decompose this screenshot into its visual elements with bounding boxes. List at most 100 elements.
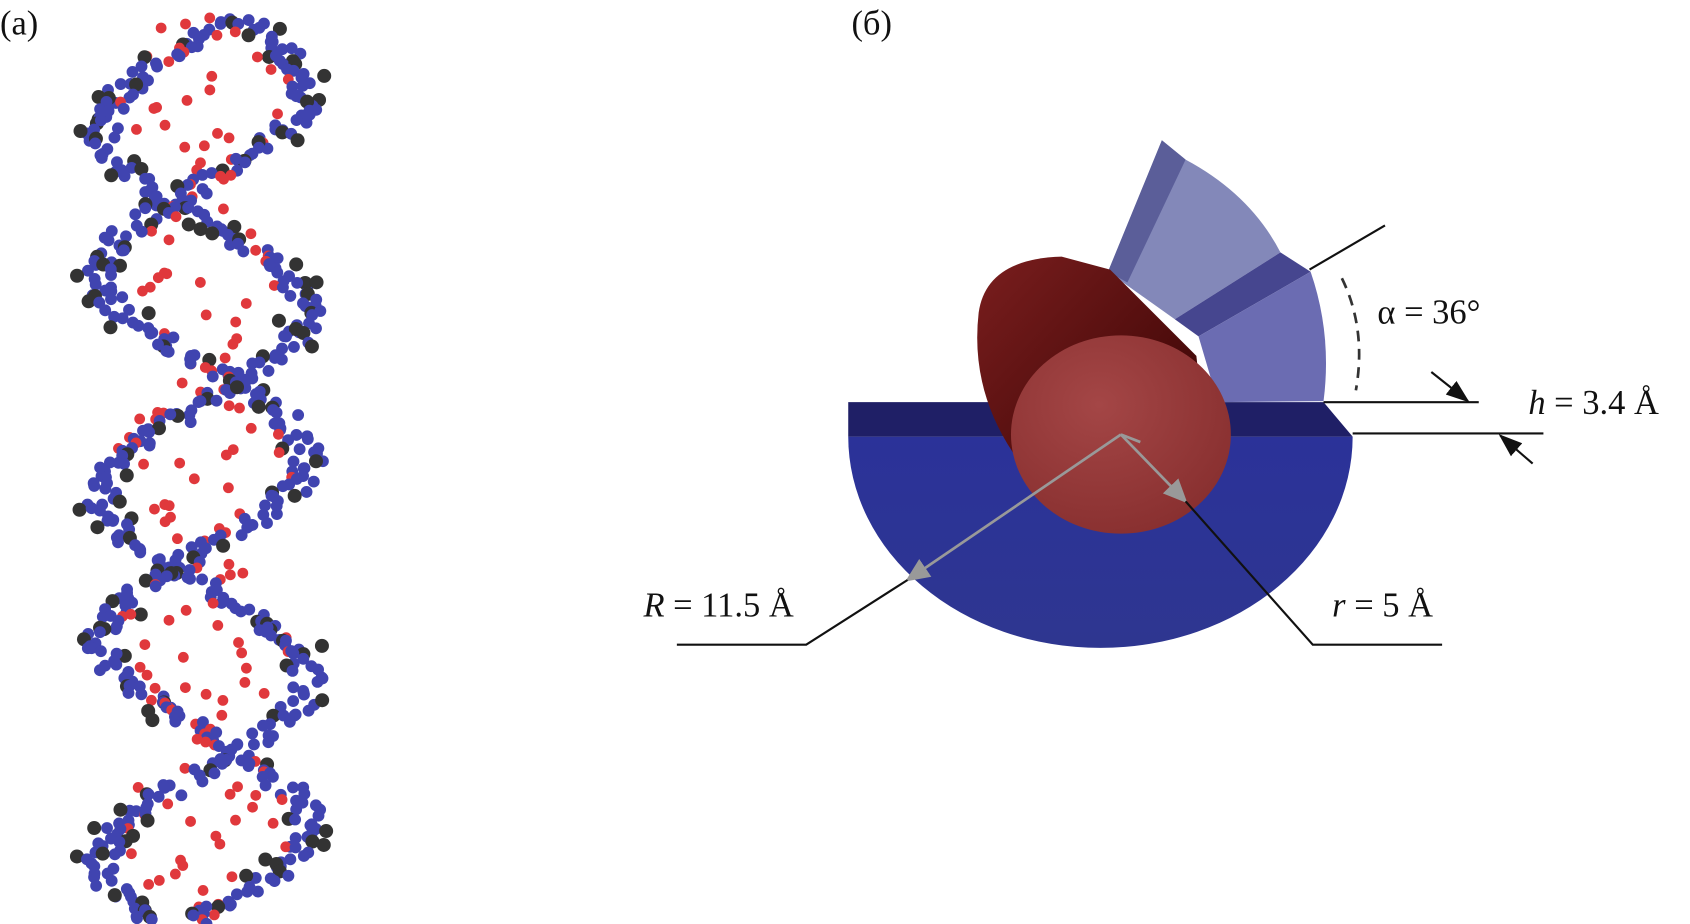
atom xyxy=(223,132,235,144)
atom xyxy=(146,694,157,706)
atom xyxy=(218,173,230,185)
atom xyxy=(116,312,129,325)
atom xyxy=(139,186,152,198)
atom xyxy=(122,687,135,699)
atom xyxy=(287,781,299,794)
atom xyxy=(210,394,223,407)
atom xyxy=(89,278,102,291)
atom xyxy=(309,275,324,290)
atom xyxy=(240,298,252,309)
atom xyxy=(170,211,182,223)
atom xyxy=(200,187,213,200)
atom xyxy=(211,29,223,41)
atom xyxy=(235,529,248,542)
atom xyxy=(87,821,102,836)
atom xyxy=(164,408,177,421)
atom xyxy=(105,874,118,887)
atom xyxy=(144,327,157,340)
atom xyxy=(118,170,131,183)
atom xyxy=(172,50,185,63)
atom xyxy=(130,910,143,923)
atom xyxy=(218,203,229,215)
atom xyxy=(89,137,102,150)
atom xyxy=(163,234,175,246)
atom xyxy=(301,433,314,445)
atom xyxy=(104,168,119,183)
atom xyxy=(134,413,146,425)
atom xyxy=(224,569,236,581)
dna-helix-model xyxy=(69,12,334,924)
atom xyxy=(177,651,189,663)
atom xyxy=(132,319,145,332)
atom xyxy=(174,457,186,469)
atom xyxy=(257,719,269,732)
atom xyxy=(223,558,235,570)
atom xyxy=(169,868,181,880)
atom xyxy=(105,293,117,306)
atom xyxy=(143,879,155,890)
atom xyxy=(239,868,254,883)
atom xyxy=(120,230,132,243)
atom xyxy=(72,502,87,517)
atom xyxy=(149,503,160,515)
atom xyxy=(112,536,124,549)
atom xyxy=(162,798,174,810)
atom xyxy=(285,42,298,55)
atom xyxy=(179,141,191,153)
atom xyxy=(251,399,266,414)
atom xyxy=(258,688,270,699)
atom xyxy=(262,736,275,749)
atom xyxy=(95,152,108,164)
atom xyxy=(181,178,194,191)
atom xyxy=(204,12,216,24)
atom xyxy=(129,208,142,221)
atom xyxy=(197,885,209,896)
atom xyxy=(287,340,300,353)
atom xyxy=(282,869,295,882)
atom xyxy=(241,885,254,898)
atom xyxy=(132,782,144,793)
atom xyxy=(73,124,88,139)
atom xyxy=(103,320,118,335)
atom xyxy=(230,814,241,826)
atom xyxy=(273,447,285,458)
atom xyxy=(268,875,281,887)
atom xyxy=(99,482,112,495)
atom xyxy=(108,848,121,861)
atom xyxy=(117,102,130,115)
atom xyxy=(158,781,171,794)
atom xyxy=(155,22,167,34)
atom xyxy=(125,608,137,620)
atom xyxy=(69,849,84,864)
atom xyxy=(123,303,135,316)
atom xyxy=(125,161,138,174)
atom xyxy=(93,626,106,639)
atom xyxy=(287,455,300,468)
atom xyxy=(207,597,219,609)
atom xyxy=(239,677,251,688)
atom xyxy=(236,647,248,659)
atom xyxy=(250,244,262,256)
atom xyxy=(240,662,252,674)
atom xyxy=(245,422,257,434)
atom xyxy=(90,520,105,535)
dimension-lines xyxy=(676,224,1544,646)
atom xyxy=(230,888,243,901)
atom xyxy=(184,357,197,370)
atom xyxy=(296,325,311,340)
atom xyxy=(242,14,255,27)
atom xyxy=(216,757,229,770)
atom xyxy=(258,852,273,867)
atom xyxy=(272,21,287,36)
atom xyxy=(302,704,315,717)
atom xyxy=(246,357,259,370)
atom xyxy=(205,226,220,241)
atom xyxy=(181,217,196,232)
atom xyxy=(271,313,286,328)
atom xyxy=(287,647,300,660)
atom xyxy=(304,339,319,354)
atom xyxy=(289,832,302,844)
atom xyxy=(149,682,161,694)
atom xyxy=(82,264,94,277)
atom xyxy=(216,709,228,721)
